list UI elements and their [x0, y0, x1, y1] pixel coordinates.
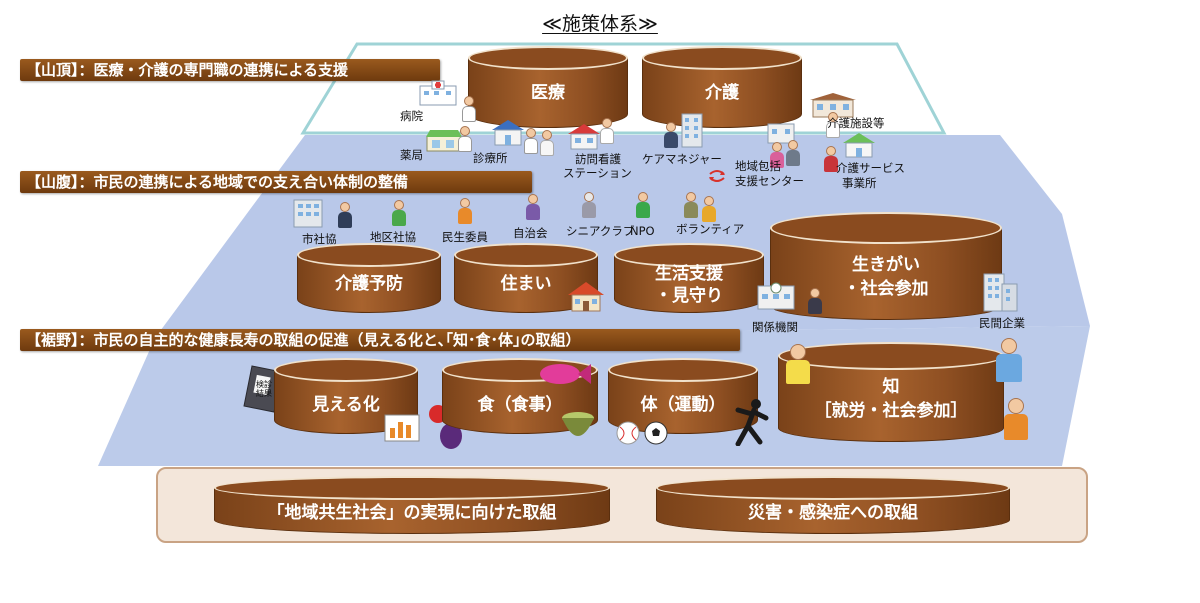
volunteer-2-icon: [702, 196, 716, 222]
label-senior-club: シニアクラブ: [566, 224, 635, 238]
pharmacy-icon: [426, 130, 462, 152]
house-icon: [568, 282, 604, 312]
senior-club-member-icon: [582, 192, 596, 218]
label-private-companies: 民間企業: [979, 316, 1025, 330]
label-hospital: 病院: [400, 109, 423, 123]
fish-icon: [540, 364, 591, 384]
clinic-nurse-icon: [540, 130, 554, 156]
label-district-social-welfare-council: 地区社協: [370, 230, 416, 244]
label-nursing-station-2: ステーション: [563, 166, 632, 180]
district-council-member-icon: [392, 200, 406, 226]
volunteer-1-icon: [684, 192, 698, 218]
label-welfare-commissioner: 民生委員: [442, 230, 488, 244]
banner-summit: 【山頂】：医療・介護の専門職の連携による支援: [20, 59, 440, 81]
bar-graph-icon: [384, 414, 420, 442]
related-agency-staff-icon: [808, 288, 822, 314]
hospital-icon: [419, 80, 457, 106]
cycle-arrows-icon: [709, 170, 725, 182]
label-npo: NPO: [630, 224, 655, 238]
cylinder-knowledge-work-social: 知 ［就労・社会参加］: [778, 342, 1004, 442]
neighborhood-association-icon: [526, 194, 540, 220]
adult-cheering-icon: [996, 338, 1022, 382]
label-care-service-2: 事業所: [842, 176, 877, 190]
label-clinic: 診療所: [473, 151, 508, 165]
doctor-icon: [462, 96, 476, 122]
cylinder-life-support-watching: 生活支援 ・見守り: [614, 243, 764, 313]
banner-foothills: 【裾野】：市民の自主的な健康長寿の取組の促進（見える化と､｢知･食･体｣の取組）: [20, 329, 740, 351]
cylinder-community-symbiotic-society: 「地域共生社会」の実現に向けた取組: [214, 476, 610, 534]
runner-icon: [1004, 398, 1028, 440]
social-welfare-council-building-icon: [293, 199, 323, 228]
support-staff-2-icon: [786, 140, 800, 166]
page-title: ≪施策体系≫: [542, 13, 658, 35]
sports-balls-icon: [616, 421, 668, 445]
label-volunteer: ボランティア: [676, 222, 745, 236]
support-staff-1-icon: [770, 142, 784, 168]
book-text-health-checkup-results: 検診結果: [256, 380, 272, 398]
care-service-staff-icon: [824, 146, 838, 172]
child-cheering-icon: [786, 344, 810, 384]
care-manager-icon: [664, 122, 678, 148]
cylinder-disaster-infection: 災害・感染症への取組: [656, 476, 1010, 534]
label-city-social-welfare-council: 市社協: [302, 232, 337, 246]
welfare-commissioner-icon: [458, 198, 472, 224]
label-pharmacy: 薬局: [400, 148, 423, 162]
label-support-center-2: 支援センター: [735, 174, 804, 188]
label-related-agencies: 関係機関: [752, 320, 798, 334]
label-care-facility: 介護施設等: [827, 116, 885, 130]
npo-member-icon: [636, 192, 650, 218]
label-nursing-station-1: 訪問看護: [575, 152, 621, 166]
label-care-manager: ケアマネジャー: [642, 152, 722, 166]
cylinder-nursing-care: 介護: [642, 46, 802, 128]
cylinder-medical: 医療: [468, 46, 628, 128]
social-welfare-council-staff-icon: [338, 202, 352, 228]
exercising-person-icon: [735, 399, 769, 446]
cylinder-visualization: 見える化: [274, 358, 418, 434]
nursing-station-icon: [568, 124, 600, 150]
care-facility-icon: [810, 93, 856, 118]
private-company-building-icon: [983, 273, 1018, 312]
related-agency-building-icon: [757, 282, 795, 310]
cylinder-purpose-in-life-social-participation: 生きがい ・社会参加: [770, 212, 1002, 320]
label-neighborhood-association: 自治会: [513, 226, 548, 240]
care-worker-icon: [826, 112, 840, 138]
cylinder-care-prevention: 介護予防: [297, 243, 441, 313]
rice-bowl-icon: [562, 412, 594, 436]
clinic-doctor-icon: [524, 128, 538, 154]
office-building-icon: [681, 113, 703, 148]
label-support-center-1: 地域包括: [735, 159, 781, 173]
care-service-office-icon: [843, 133, 875, 158]
pharmacist-icon: [458, 126, 472, 152]
banner-mountainside: 【山腹】：市民の連携による地域での支え合い体制の整備: [20, 171, 532, 193]
visiting-nurse-icon: [600, 118, 614, 144]
clinic-icon: [492, 120, 524, 146]
label-care-service-1: 介護サービス: [836, 161, 905, 175]
